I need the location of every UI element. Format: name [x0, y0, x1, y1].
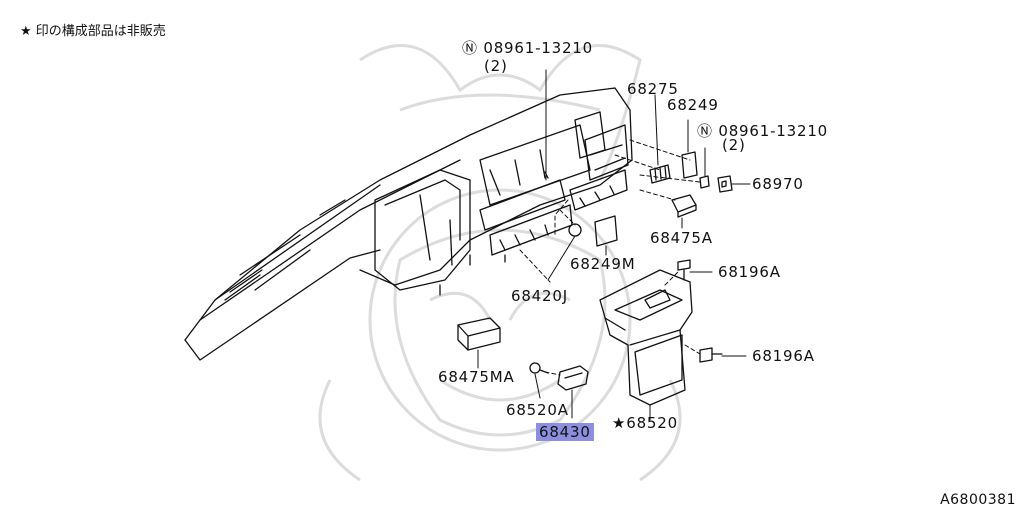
- watermark-emblem: [318, 44, 682, 482]
- label-08961-13210-a: Ⓝ 08961-13210: [462, 39, 594, 57]
- dashed-guides: [519, 139, 701, 376]
- label-68520: ★68520: [612, 414, 678, 432]
- label-68420j: 68420J: [511, 287, 568, 305]
- label-68475ma: 68475MA: [438, 368, 515, 386]
- label-qty-2-a: (2): [484, 57, 508, 75]
- label-68970: 68970: [752, 175, 804, 193]
- screw-68196a-top: [677, 259, 691, 281]
- label-68249: 68249: [667, 96, 719, 114]
- screw-08961-b: [699, 175, 710, 189]
- non-sale-note: ★ 印の構成部品は非販売: [20, 24, 166, 39]
- label-68275: 68275: [627, 80, 679, 98]
- part-68970: [717, 175, 733, 193]
- instrument-panel: [184, 87, 633, 361]
- part-68249m: [594, 215, 618, 247]
- label-08961-13210-b: Ⓝ 08961-13210: [697, 122, 829, 140]
- part-68475ma: [457, 317, 501, 351]
- label-68196a-mid: 68196A: [752, 347, 815, 365]
- part-68520-bezel: [599, 269, 693, 406]
- screw-68196a-mid: [699, 347, 723, 363]
- part-68420j: [568, 223, 582, 237]
- part-68520a: [529, 362, 549, 374]
- part-68249: [681, 151, 698, 179]
- part-68430: [557, 365, 589, 391]
- label-68475a: 68475A: [650, 229, 713, 247]
- label-68196a-top: 68196A: [718, 263, 781, 281]
- leader-lines: [477, 69, 751, 421]
- label-68520a: 68520A: [506, 401, 569, 419]
- part-68475a: [671, 194, 697, 218]
- diagram-code: A6800381: [940, 492, 1016, 508]
- label-qty-2-b: (2): [722, 136, 746, 154]
- label-68430-highlighted[interactable]: 68430: [536, 423, 594, 441]
- part-68275: [649, 164, 671, 184]
- label-68249m: 68249M: [570, 255, 636, 273]
